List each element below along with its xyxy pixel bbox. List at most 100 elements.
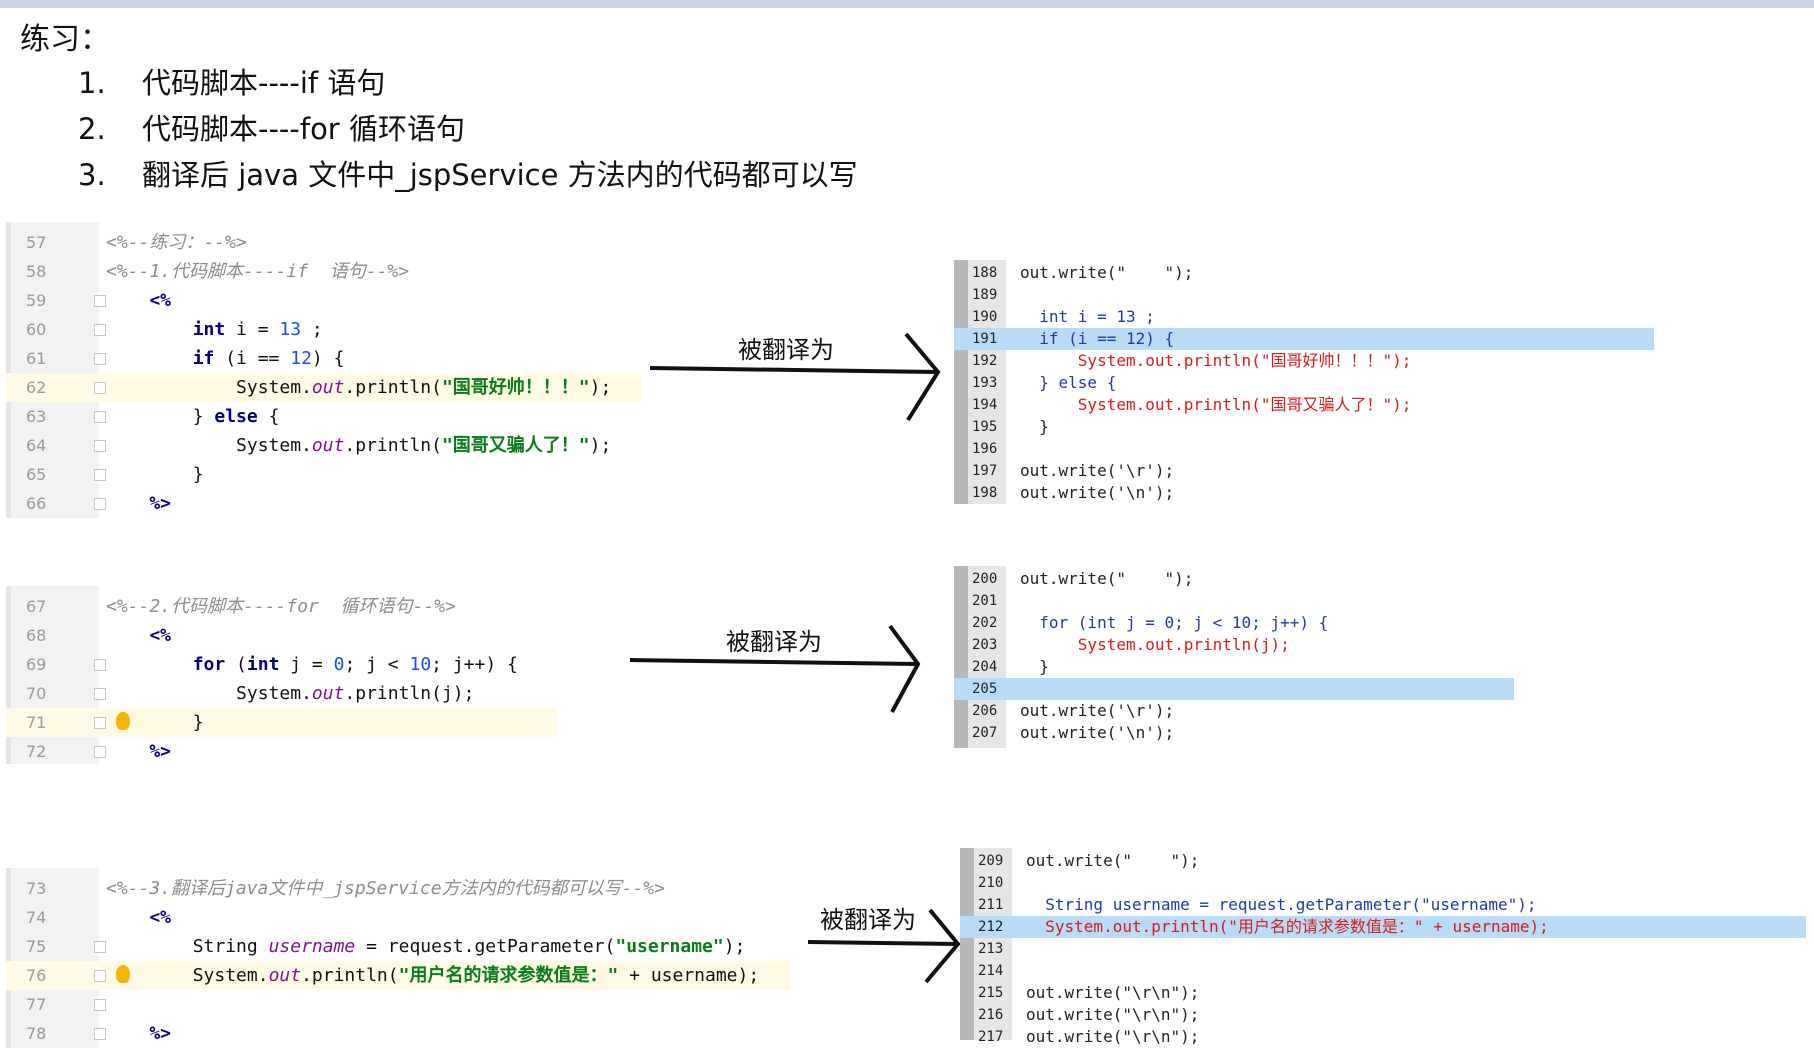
- code-text: String username = request.getParameter("…: [106, 936, 746, 957]
- code-text: String username = request.getParameter("…: [1026, 895, 1537, 914]
- fold-marker-icon[interactable]: [94, 970, 106, 982]
- fold-marker-icon[interactable]: [94, 659, 106, 671]
- code-line: 196: [954, 438, 1654, 460]
- code-text: out.write(" ");: [1020, 569, 1194, 588]
- line-number: 74: [26, 908, 47, 927]
- line-number: 68: [26, 626, 47, 645]
- code-text: out.write('\n');: [1020, 483, 1175, 502]
- fold-marker-icon[interactable]: [94, 411, 106, 423]
- code-line: 63 } else {: [6, 402, 642, 431]
- line-number: 214: [978, 963, 1004, 979]
- code-text: System.out.println("国哥好帅！！！");: [106, 377, 612, 398]
- code-text: int i = 13 ;: [106, 319, 323, 340]
- code-line: 213: [960, 938, 1806, 960]
- code-text: <%--练习：--%>: [106, 232, 247, 253]
- code-text: <%: [106, 907, 172, 928]
- fold-marker-icon[interactable]: [94, 382, 106, 394]
- code-line: 214: [960, 960, 1806, 982]
- code-line: 212 System.out.println("用户名的请求参数值是：" + u…: [960, 916, 1806, 938]
- code-text: } else {: [1020, 373, 1117, 392]
- code-text: out.write(" ");: [1026, 851, 1200, 870]
- code-line: 75 String username = request.getParamete…: [6, 932, 790, 961]
- line-number: 63: [26, 407, 47, 426]
- line-number: 203: [972, 637, 998, 653]
- arrow-label: 被翻译为: [820, 906, 916, 934]
- line-number: 65: [26, 465, 47, 484]
- line-number: 66: [26, 494, 47, 513]
- line-number: 192: [972, 353, 998, 369]
- fold-marker-icon[interactable]: [94, 717, 106, 729]
- line-number: 204: [972, 659, 998, 675]
- code-line: 194 System.out.println("国哥又骗人了！");: [954, 394, 1654, 416]
- fold-marker-icon[interactable]: [94, 941, 106, 953]
- code-text: System.out.println("国哥好帅！！！");: [1020, 351, 1412, 370]
- code-line: 202 for (int j = 0; j < 10; j++) {: [954, 612, 1514, 634]
- fold-marker-icon[interactable]: [94, 1028, 106, 1040]
- lightbulb-icon[interactable]: [116, 965, 130, 983]
- line-number: 58: [26, 262, 47, 281]
- line-number: 193: [972, 375, 998, 391]
- lightbulb-icon[interactable]: [116, 712, 130, 730]
- code-text: <%--3.翻译后java文件中_jspService方法内的代码都可以写--%…: [106, 878, 665, 899]
- jsp-code-panel-if: 57<%--练习：--%>58<%--1.代码脚本----if 语句--%>59…: [6, 222, 642, 518]
- code-text: }: [1020, 657, 1049, 676]
- code-text: if (i == 12) {: [1020, 329, 1175, 348]
- fold-marker-icon[interactable]: [94, 353, 106, 365]
- code-text: <%: [106, 290, 172, 311]
- fold-marker-icon[interactable]: [94, 746, 106, 758]
- code-text: }: [1020, 417, 1049, 436]
- fold-marker-icon[interactable]: [94, 324, 106, 336]
- fold-marker-icon[interactable]: [94, 688, 106, 700]
- fold-marker-icon[interactable]: [94, 440, 106, 452]
- line-number: 72: [26, 742, 47, 761]
- code-line: 67<%--2.代码脚本----for 循环语句--%>: [6, 592, 558, 621]
- code-line: 74 <%: [6, 903, 790, 932]
- line-number: 196: [972, 441, 998, 457]
- code-line: 195 }: [954, 416, 1654, 438]
- fold-marker-icon[interactable]: [94, 295, 106, 307]
- code-line: 191 if (i == 12) {: [954, 328, 1654, 350]
- line-number: 201: [972, 593, 998, 609]
- code-text: %>: [106, 493, 172, 514]
- fold-marker-icon[interactable]: [94, 498, 106, 510]
- line-number: 77: [26, 995, 47, 1014]
- code-line: 210: [960, 872, 1806, 894]
- code-line: 209 out.write(" ");: [960, 850, 1806, 872]
- fold-marker-icon[interactable]: [94, 999, 106, 1011]
- code-text: %>: [106, 1023, 172, 1044]
- line-number: 60: [26, 320, 47, 339]
- code-text: }: [106, 464, 204, 485]
- line-number: 73: [26, 879, 47, 898]
- code-text: out.write('\n');: [1020, 723, 1175, 742]
- line-number: 198: [972, 485, 998, 501]
- line-number: 209: [978, 853, 1004, 869]
- line-number: 71: [26, 713, 47, 732]
- line-number: 210: [978, 875, 1004, 891]
- line-number: 75: [26, 937, 47, 956]
- code-line: 58 <%--1.代码脚本----if 语句--%>: [6, 257, 642, 286]
- line-number-gutter: [954, 260, 1006, 504]
- line-number: 67: [26, 597, 47, 616]
- arrow-label: 被翻译为: [726, 628, 822, 656]
- line-number: 70: [26, 684, 47, 703]
- fold-marker-icon[interactable]: [94, 469, 106, 481]
- line-number-gutter: [954, 566, 1006, 748]
- line-number: 188: [972, 265, 998, 281]
- code-line: 201: [954, 590, 1514, 612]
- line-number: 189: [972, 287, 998, 303]
- code-line: 66 %>: [6, 489, 642, 518]
- line-number: 216: [978, 1007, 1004, 1023]
- line-number: 194: [972, 397, 998, 413]
- code-line: 198 out.write('\n');: [954, 482, 1654, 504]
- top-bar: [0, 0, 1814, 8]
- code-line: 211 String username = request.getParamet…: [960, 894, 1806, 916]
- code-text: <%--1.代码脚本----if 语句--%>: [106, 261, 410, 282]
- line-number: 212: [978, 919, 1004, 935]
- code-text: out.write("\r\n");: [1026, 983, 1200, 1002]
